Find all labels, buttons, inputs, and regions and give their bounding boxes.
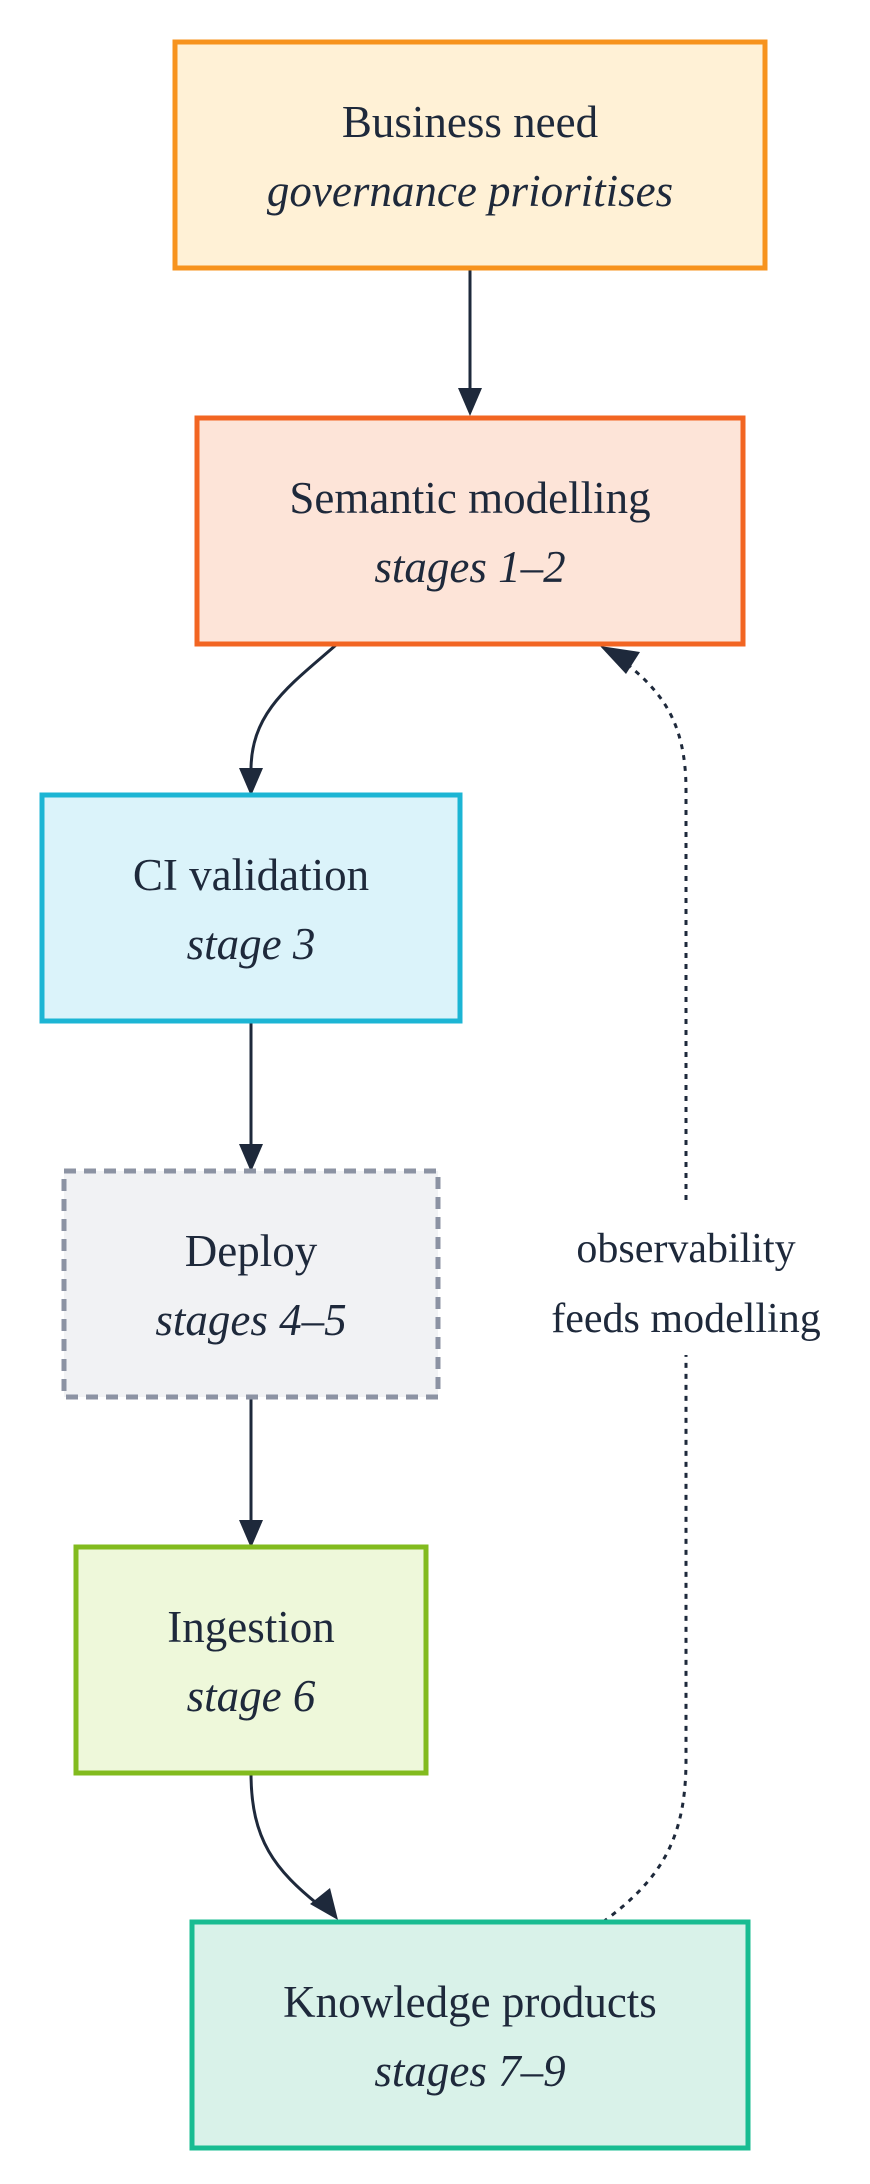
node-semantic-modelling-title: Semantic modelling: [289, 473, 650, 523]
node-knowledge-products: Knowledge products stages 7–9: [189, 1919, 751, 2151]
edge-feedback-dotted: [602, 1355, 688, 1924]
node-business-need: Business need governance prioritises: [172, 39, 768, 271]
node-ingestion-title: Ingestion: [167, 1602, 334, 1652]
node-semantic-modelling-subtitle: stages 1–2: [374, 542, 565, 592]
node-deploy: Deploy stages 4–5: [61, 1168, 441, 1400]
feedback-label-line1: observability: [576, 1226, 795, 1272]
edge-ingestion-to-knowledge: [249, 1772, 321, 1908]
edge-semantic-to-ci: [249, 643, 337, 771]
arrowhead-knowledge: [310, 1888, 338, 1920]
node-semantic-modelling-border: [194, 415, 746, 647]
feedback-label: observability feeds modelling: [551, 1226, 820, 1342]
node-ci-validation-subtitle: stage 3: [187, 919, 316, 969]
node-deploy-title: Deploy: [185, 1226, 318, 1276]
node-ingestion: Ingestion stage 6: [73, 1544, 429, 1776]
arrowhead-feedback: [600, 646, 640, 674]
node-semantic-modelling-box: [197, 418, 743, 644]
node-business-need-box: [175, 42, 765, 268]
arrowhead-ci: [239, 768, 263, 796]
node-business-need-subtitle: governance prioritises: [267, 166, 673, 216]
node-business-need-title: Business need: [342, 97, 598, 147]
node-ci-validation-box: [42, 795, 460, 1021]
node-business-need-border: [172, 39, 768, 271]
node-knowledge-products-box: [192, 1922, 748, 2148]
node-ci-validation: CI validation stage 3: [39, 792, 463, 1024]
node-ingestion-subtitle: stage 6: [187, 1671, 316, 1721]
node-ci-validation-title: CI validation: [133, 850, 369, 900]
node-knowledge-products-title: Knowledge products: [283, 1977, 657, 2027]
arrowhead-semantic: [458, 388, 482, 416]
edge-feedback-dotted-upper: [621, 658, 688, 1200]
arrowhead-ingestion: [239, 1520, 263, 1548]
node-ingestion-border: [73, 1544, 429, 1776]
node-knowledge-products-subtitle: stages 7–9: [374, 2046, 565, 2096]
node-semantic-modelling: Semantic modelling stages 1–2: [194, 415, 746, 647]
arrowhead-deploy: [239, 1144, 263, 1172]
node-deploy-border: [61, 1168, 441, 1400]
feedback-label-line2: feeds modelling: [551, 1296, 820, 1342]
node-ci-validation-border: [39, 792, 463, 1024]
node-knowledge-products-border: [189, 1919, 751, 2151]
edges: [239, 268, 688, 1924]
node-deploy-subtitle: stages 4–5: [155, 1295, 346, 1345]
node-ingestion-box: [76, 1547, 426, 1773]
node-deploy-box: [64, 1171, 438, 1397]
